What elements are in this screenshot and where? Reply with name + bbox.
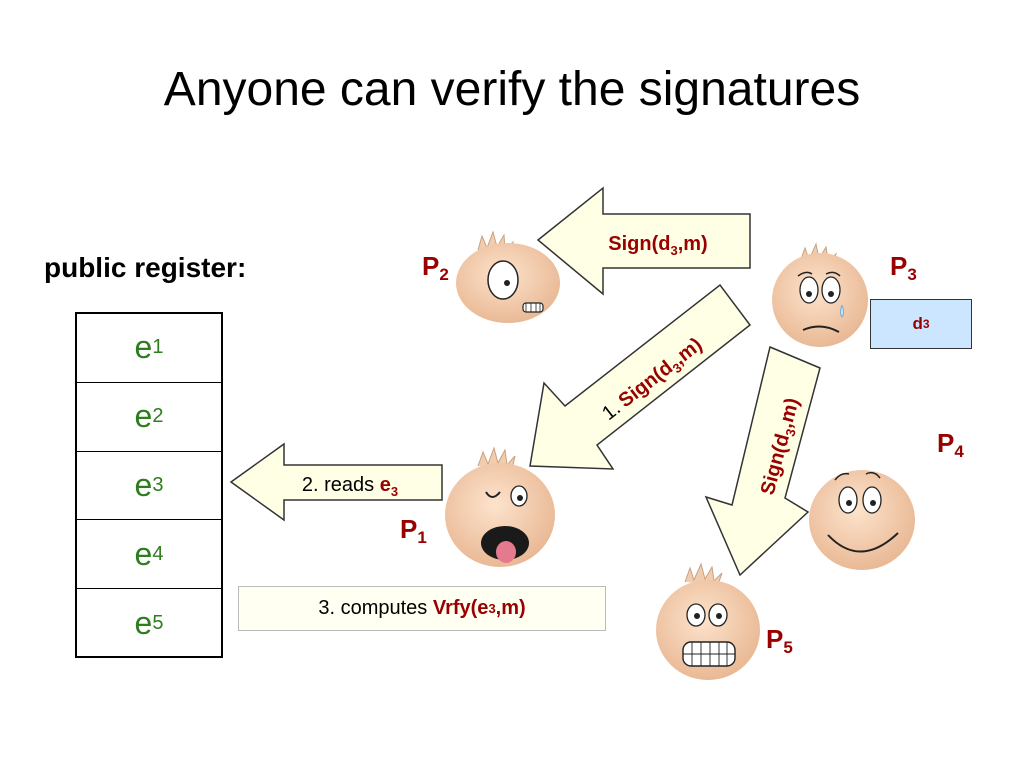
arrow-p3-to-p2: Sign(d3,m) <box>536 186 751 296</box>
arrow-p1-to-register: 2. reads e3 <box>229 442 443 522</box>
sign-label-top: Sign(d3,m) <box>608 233 707 258</box>
face-p2 <box>456 230 560 323</box>
arrow-p3-to-p1: 1.Sign(d3,m) <box>529 283 752 470</box>
party-label-p4: P4 <box>937 428 964 461</box>
face-p3 <box>772 242 868 347</box>
party-label-p3: P3 <box>890 251 917 284</box>
arrow-p3-to-p5: Sign(d3,m) <box>704 345 821 577</box>
party-label-p5: P5 <box>766 624 793 657</box>
face-p1 <box>445 446 555 567</box>
party-label-p2: P2 <box>422 251 449 284</box>
party-label-p1: P1 <box>400 514 427 547</box>
reads-label: 2. reads e3 <box>302 474 398 499</box>
page-title: Anyone can verify the signatures <box>163 63 861 116</box>
face-p5 <box>656 562 760 680</box>
register-label: public register: <box>44 252 247 283</box>
face-p4 <box>809 470 915 570</box>
